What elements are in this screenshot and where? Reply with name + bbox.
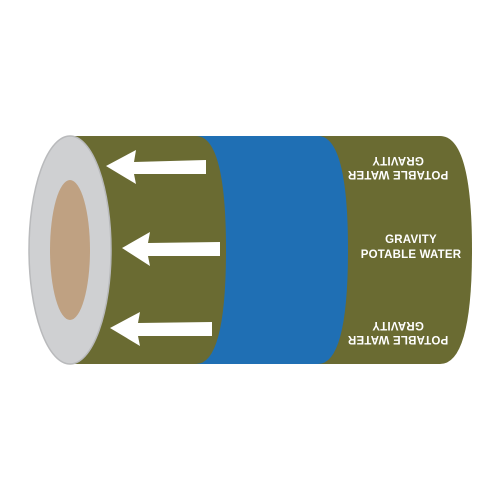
legend-top: POTABLE WATER GRAVITY	[347, 154, 448, 180]
legend-bottom-primary: GRAVITY	[372, 319, 424, 331]
blue-band	[196, 136, 348, 364]
arrow-left-icon	[106, 150, 206, 184]
roll-core-inner	[50, 180, 90, 320]
legend-bottom: POTABLE WATER GRAVITY	[347, 319, 448, 345]
arrow-left-icon	[122, 232, 220, 266]
legend-middle-secondary: POTABLE WATER	[361, 249, 462, 261]
legend-middle: GRAVITY POTABLE WATER	[361, 234, 462, 261]
legend-bottom-secondary: POTABLE WATER	[347, 333, 448, 345]
legend-top-secondary: POTABLE WATER	[347, 168, 448, 180]
arrow-left-icon	[110, 312, 212, 346]
legend-middle-primary: GRAVITY	[385, 234, 437, 246]
legend-top-primary: GRAVITY	[372, 154, 424, 166]
